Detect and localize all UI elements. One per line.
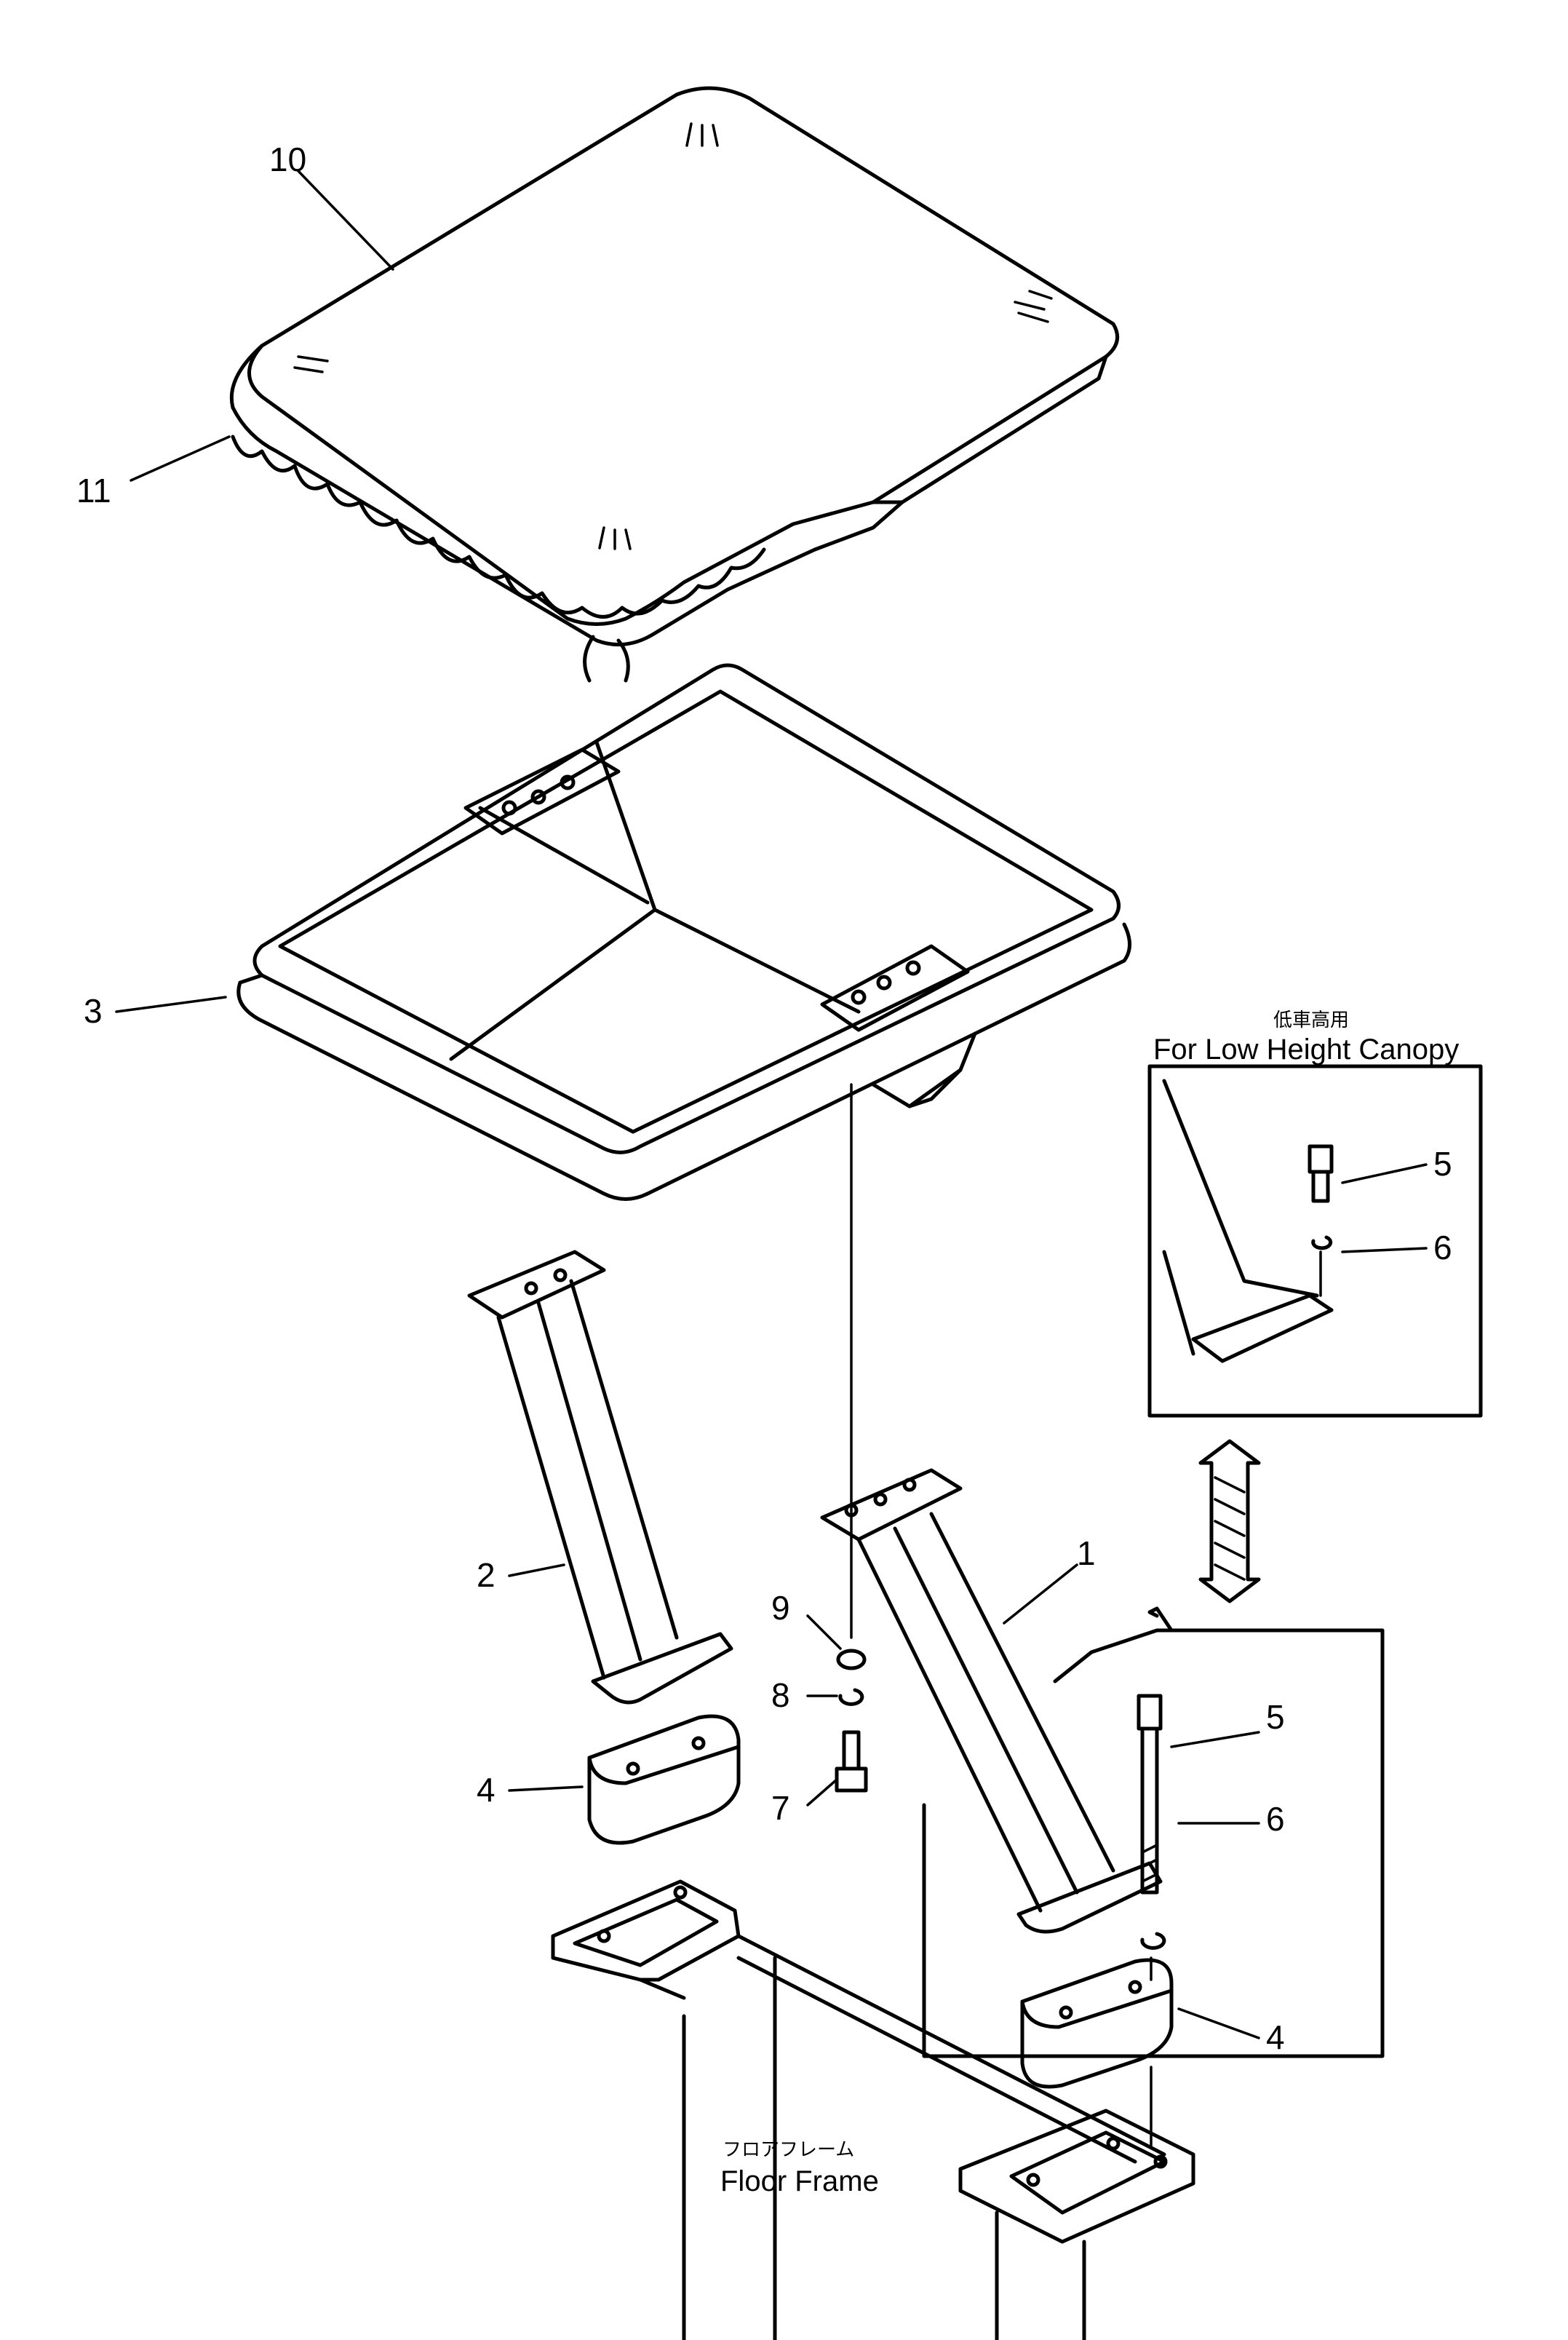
double-arrow — [1198, 1439, 1261, 1603]
callout-6: 6 — [1266, 1800, 1285, 1838]
callout-3: 3 — [84, 992, 103, 1030]
inset-label-jp: 低車高用 — [1273, 1010, 1349, 1031]
callout-6-inset: 6 — [1433, 1229, 1452, 1266]
text-labels: 低車高用 For Low Height Canopy フロアフレーム Floor… — [720, 1010, 1459, 2197]
callout-8: 8 — [771, 1676, 790, 1714]
callout-4-left: 4 — [477, 1771, 496, 1809]
canopy-cover — [229, 86, 1120, 683]
floor-frame-label-en: Floor Frame — [720, 2165, 879, 2197]
callout-1: 1 — [1077, 1534, 1096, 1572]
floor-frame — [551, 1879, 1195, 2340]
low-height-inset — [1147, 1064, 1483, 1418]
inset-label-en: For Low Height Canopy — [1153, 1034, 1459, 1066]
callout-10: 10 — [269, 140, 306, 178]
callout-2: 2 — [477, 1556, 496, 1594]
canopy-frame — [236, 663, 1131, 1201]
callout-5: 5 — [1266, 1698, 1285, 1736]
fastener-stack-center — [835, 1083, 868, 1793]
rubber-mount-left — [587, 1714, 741, 1845]
callout-7: 7 — [771, 1789, 790, 1827]
leader-lines — [115, 170, 1428, 2039]
callout-4-right: 4 — [1266, 2018, 1285, 2056]
callout-numbers: 10 11 3 2 4 9 8 7 1 5 6 5 6 4 — [76, 140, 1452, 2056]
callout-5-inset: 5 — [1433, 1145, 1452, 1183]
callout-9: 9 — [771, 1589, 790, 1627]
callout-11: 11 — [76, 472, 111, 509]
floor-frame-label-jp: フロアフレーム — [723, 2139, 854, 2161]
canopy-leg-left — [467, 1250, 733, 1705]
canopy-leg-right — [820, 1468, 1163, 1934]
lower-detail-frame — [922, 1606, 1385, 2058]
